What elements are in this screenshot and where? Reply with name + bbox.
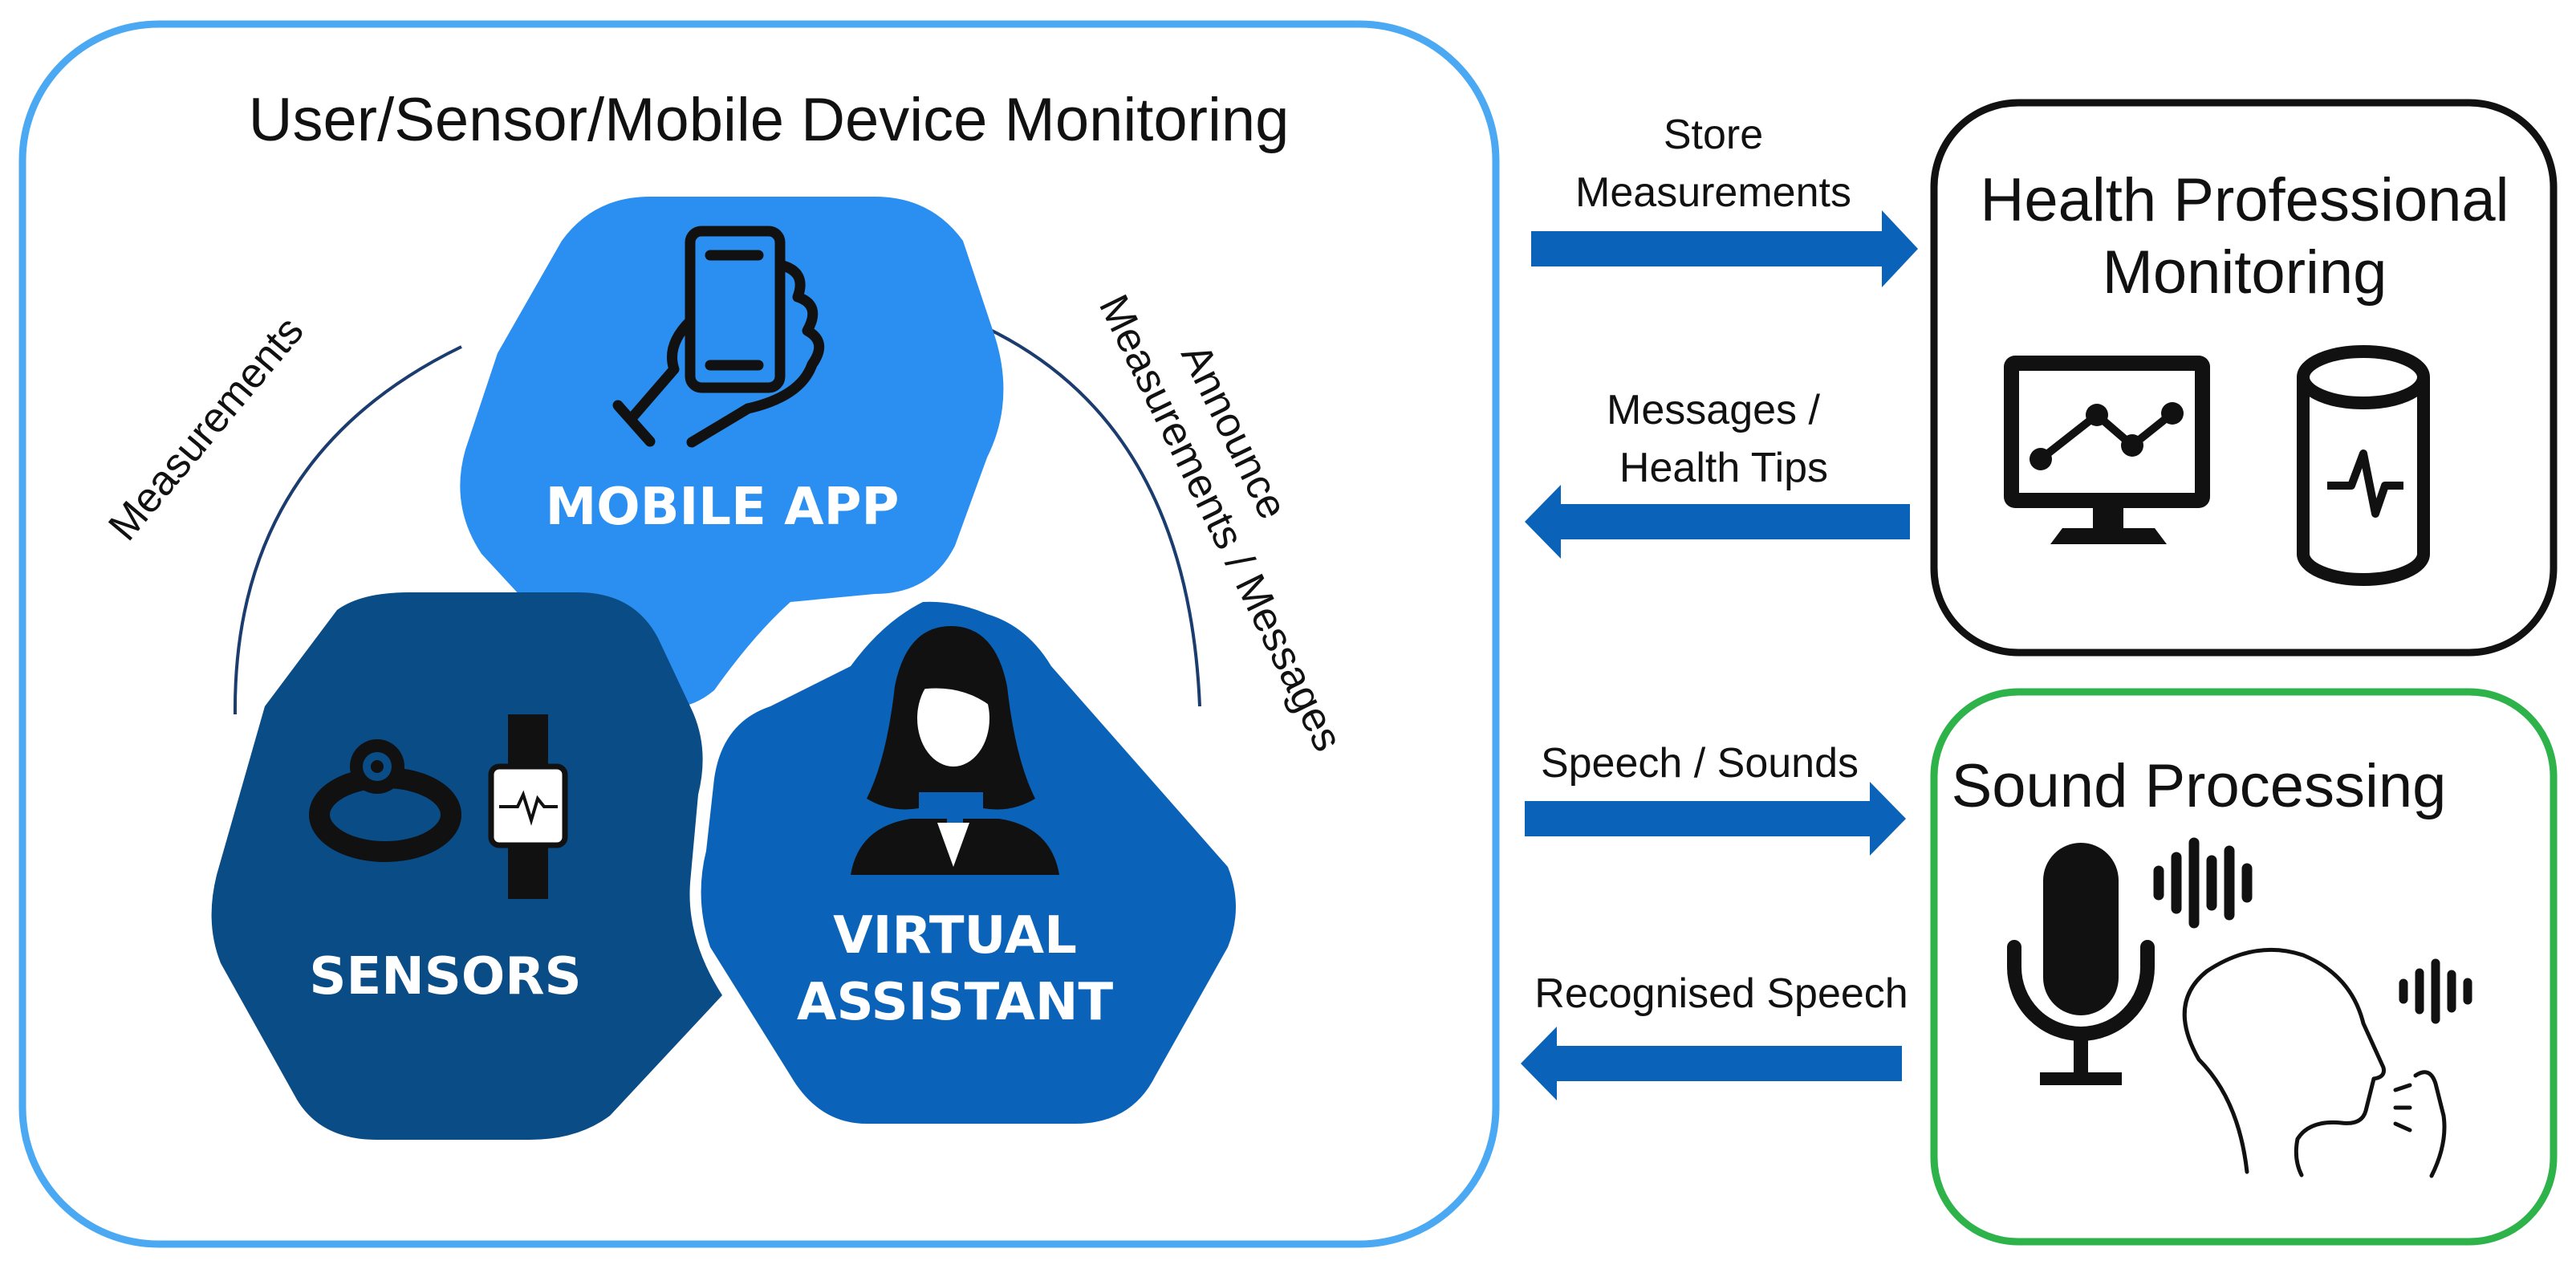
sensors-shape bbox=[211, 592, 723, 1140]
messages-label-line2: Health Tips bbox=[1619, 445, 1828, 491]
messages-health-tips-arrow: Messages / Health Tips bbox=[1525, 387, 1910, 559]
store-label-line2: Measurements bbox=[1575, 169, 1851, 216]
ring-sensor-icon bbox=[309, 739, 461, 862]
right-connector-line bbox=[974, 321, 1201, 707]
mobile-app-node: MOBILE APP bbox=[460, 197, 1004, 707]
recognised-speech-arrow: Recognised Speech bbox=[1521, 970, 1908, 1100]
mobile-app-label: MOBILE APP bbox=[546, 478, 900, 537]
sensors-label: SENSORS bbox=[309, 947, 581, 1007]
monitor-chart-icon bbox=[2004, 356, 2210, 544]
recognised-label: Recognised Speech bbox=[1534, 970, 1908, 1017]
speech-sounds-arrow: Speech / Sounds bbox=[1525, 740, 1906, 856]
smartwatch-icon bbox=[488, 714, 568, 899]
left-connector-line bbox=[233, 345, 462, 715]
assistant-avatar-icon bbox=[851, 626, 1059, 875]
speaking-person-icon bbox=[2182, 947, 2447, 1178]
phone-hand-icon bbox=[612, 226, 825, 448]
store-label-line1: Store bbox=[1664, 112, 1763, 158]
health-panel-title-line1: Health Professional bbox=[1980, 166, 2509, 234]
mobile-app-shape bbox=[460, 197, 1004, 707]
database-pulse-icon bbox=[2297, 345, 2430, 586]
speech-wave-icon bbox=[2399, 958, 2472, 1024]
virtual-assistant-label-line1: VIRTUAL bbox=[833, 906, 1077, 966]
user-panel-title: User/Sensor/Mobile Device Monitoring bbox=[249, 86, 1290, 154]
sensors-node: SENSORS bbox=[211, 592, 723, 1140]
virtual-assistant-label-line2: ASSISTANT bbox=[797, 973, 1114, 1032]
mic-sound-wave-icon bbox=[2153, 837, 2253, 929]
health-panel-title-line2: Monitoring bbox=[2103, 238, 2387, 307]
health-panel-border bbox=[1930, 99, 2558, 657]
speech-label: Speech / Sounds bbox=[1541, 740, 1859, 787]
messages-label-line1: Messages / bbox=[1607, 387, 1820, 433]
virtual-assistant-node: VIRTUAL ASSISTANT bbox=[701, 601, 1236, 1124]
sound-panel-title: Sound Processing bbox=[1952, 752, 2447, 820]
sound-panel-border bbox=[1930, 688, 2558, 1246]
store-measurements-arrow: Store Measurements bbox=[1531, 112, 1918, 287]
microphone-icon bbox=[2007, 843, 2155, 1085]
